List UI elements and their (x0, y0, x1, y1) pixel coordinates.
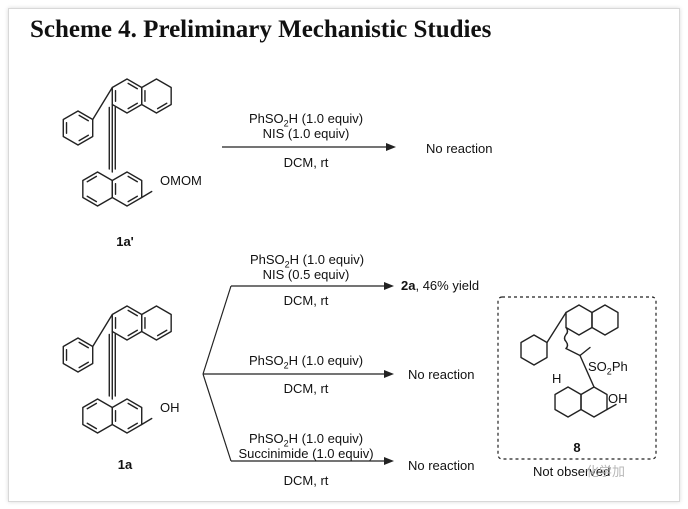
compound-8-box (497, 296, 657, 460)
c8-sulfonyl-bond (579, 346, 591, 357)
omom-group-label: OMOM (160, 173, 202, 188)
reaction1-reagent2: NIS (1.0 equiv) (262, 126, 350, 141)
c1a-phenyl-bond (92, 313, 113, 348)
reaction2-top-reagent2: NIS (0.5 equiv) (262, 267, 350, 282)
scheme-frame (8, 8, 680, 502)
c8-naph-link-bond (579, 354, 595, 388)
reaction1-result: No reaction (426, 141, 493, 156)
reaction1-conditions: DCM, rt (283, 155, 329, 170)
c1a-phenyl-ring (62, 337, 94, 373)
c1a-naph-ring-a (111, 305, 143, 341)
reaction2-bottom-arrow-head (384, 457, 394, 465)
watermark: 化学加 (586, 465, 626, 480)
c1a-prime-substituent-bond (141, 190, 153, 199)
c1a-prime-naph-ring-b (141, 78, 172, 114)
c1a-prime-naph-ring-d (82, 171, 113, 207)
c1a-naph-ring-d (82, 398, 113, 434)
c1a-prime-naph-ring-c-double-bond (127, 195, 139, 203)
c8-naph-ring-d (554, 386, 582, 418)
reaction2-bottom-result: No reaction (408, 458, 475, 473)
reaction1-reagent1: PhSO2H (1.0 equiv) (248, 111, 364, 129)
reaction2-middle-arrow-head (384, 370, 394, 378)
c8-phenyl-ring (520, 334, 548, 366)
reaction2-top-reagent1: PhSO2H (1.0 equiv) (249, 252, 365, 270)
reaction2-top-conditions: DCM, rt (283, 293, 329, 308)
c1a-prime-phenyl-ring-double-bond (78, 114, 90, 122)
c1a-prime-naph-ring-a (111, 78, 143, 114)
reaction2-bottom-conditions: DCM, rt (283, 473, 329, 488)
reaction1-arrow-head (386, 143, 396, 151)
reaction2-middle-conditions: DCM, rt (283, 381, 329, 396)
c8-naph-ring-b (591, 304, 619, 336)
reaction2-branch-top (202, 285, 232, 375)
scheme-title: Scheme 4. Preliminary Mechanistic Studie… (30, 16, 492, 43)
reaction2-branch-bottom (202, 373, 232, 462)
c1a-naph-ring-a-double-bond (127, 329, 139, 337)
c8-naph-ring-c (580, 386, 608, 418)
c1a-naph-ring-c-double-bond (127, 402, 139, 410)
c1a-substituent-bond (141, 417, 153, 426)
c1a-naph-ring-d-double-bond (86, 402, 98, 410)
c1a-naph-ring-c (111, 398, 143, 434)
c1a-naph-ring-c-double-bond (127, 422, 139, 430)
c1a-naph-ring-b-double-bond (156, 329, 168, 337)
reaction2-middle-reagent1: PhSO2H (1.0 equiv) (248, 353, 364, 371)
c1a-phenyl-ring-double-bond (78, 361, 90, 369)
compound-1a-prime-label: 1a' (116, 234, 134, 249)
c8-oh-bond (606, 403, 617, 411)
reaction2-top-arrow-head (384, 282, 394, 290)
c1a-naph-ring-b (141, 305, 172, 341)
c8-vinyl-bond (565, 347, 581, 357)
compound-8-oh-label: OH (608, 391, 628, 406)
c1a-prime-naph-ring-a-double-bond (127, 82, 139, 90)
reaction2-bottom-reagent2: Succinimide (1.0 equiv) (238, 446, 374, 461)
c1a-naph-ring-a-double-bond (127, 309, 139, 317)
c1a-phenyl-ring-double-bond (78, 341, 90, 349)
c1a-prime-naph-ring-a-double-bond (127, 102, 139, 110)
c8-naph-ring-a (565, 304, 593, 336)
not-observed-note: Not observed (533, 464, 611, 479)
c1a-prime-naph-ring-c-double-bond (127, 175, 139, 183)
c1a-prime-naph-ring-d-double-bond (86, 175, 98, 183)
c8-wavy-bond (563, 326, 569, 350)
reaction-arrows (202, 143, 657, 465)
molecule-structures (62, 78, 619, 434)
vinyl-h-label: H (552, 371, 562, 386)
reaction2-top-result: 2a, 46% yield (401, 278, 480, 293)
reaction2-middle-result: No reaction (408, 367, 475, 382)
so2ph-group-label: SO2Ph (588, 359, 628, 377)
reaction2-bottom-reagent1: PhSO2H (1.0 equiv) (248, 431, 364, 449)
c1a-prime-naph-ring-c (111, 171, 143, 207)
oh-group-label: OH (160, 400, 180, 415)
c1a-prime-naph-ring-b-double-bond (156, 102, 168, 110)
c1a-prime-phenyl-ring (62, 110, 94, 146)
compound-1a-label: 1a (117, 457, 133, 472)
c8-phenyl-bond (546, 311, 567, 344)
c1a-prime-naph-ring-d-double-bond (86, 195, 98, 203)
c1a-prime-phenyl-ring-double-bond (78, 134, 90, 142)
c1a-naph-ring-d-double-bond (86, 422, 98, 430)
c1a-prime-phenyl-bond (92, 86, 113, 121)
compound-8-label: 8 (573, 440, 581, 455)
